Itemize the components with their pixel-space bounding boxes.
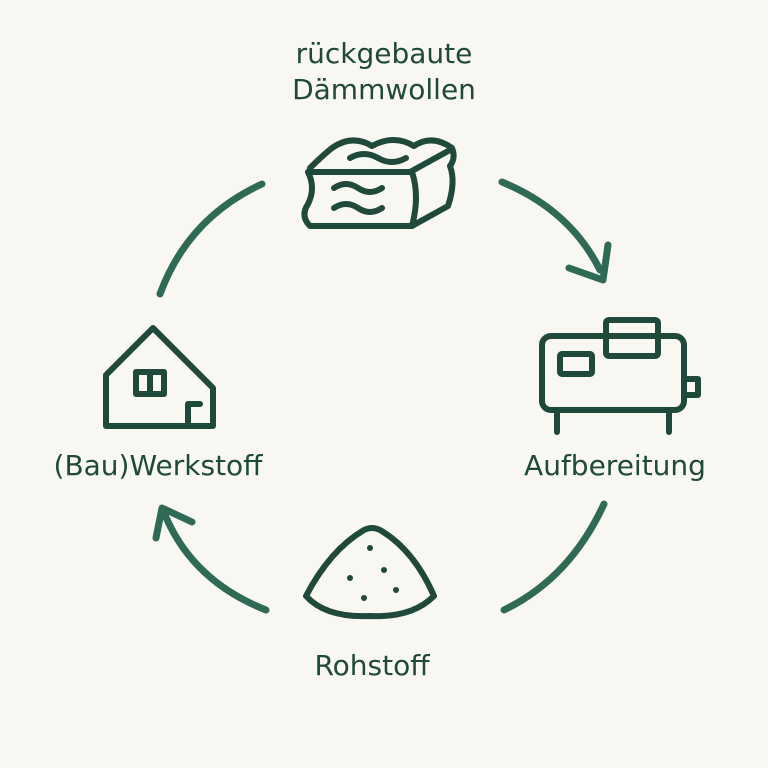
- arrow-processing-to-raw-material: [500, 500, 608, 614]
- arrow-raw-material-to-building-material: [152, 504, 270, 614]
- stage-label-line-1: rückgebaute: [295, 37, 473, 70]
- arrow-building-material-to-insulation: [156, 180, 266, 298]
- stage-label-processing: Aufbereitung: [524, 449, 706, 482]
- powder-pile-icon: [303, 525, 437, 620]
- stage-label-building-material: (Bau)Werkstoff: [53, 449, 263, 482]
- processing-machine-icon: [539, 317, 701, 435]
- insulation-bale-icon: [301, 137, 457, 229]
- arrow-insulation-to-processing: [498, 178, 612, 284]
- stage-label-line-2: Dämmwollen: [292, 73, 476, 106]
- stage-label-raw-material: Rohstoff: [314, 649, 430, 682]
- house-icon: [103, 325, 216, 429]
- stage-label-demolished-insulation: rückgebaute Dämmwollen: [234, 36, 534, 108]
